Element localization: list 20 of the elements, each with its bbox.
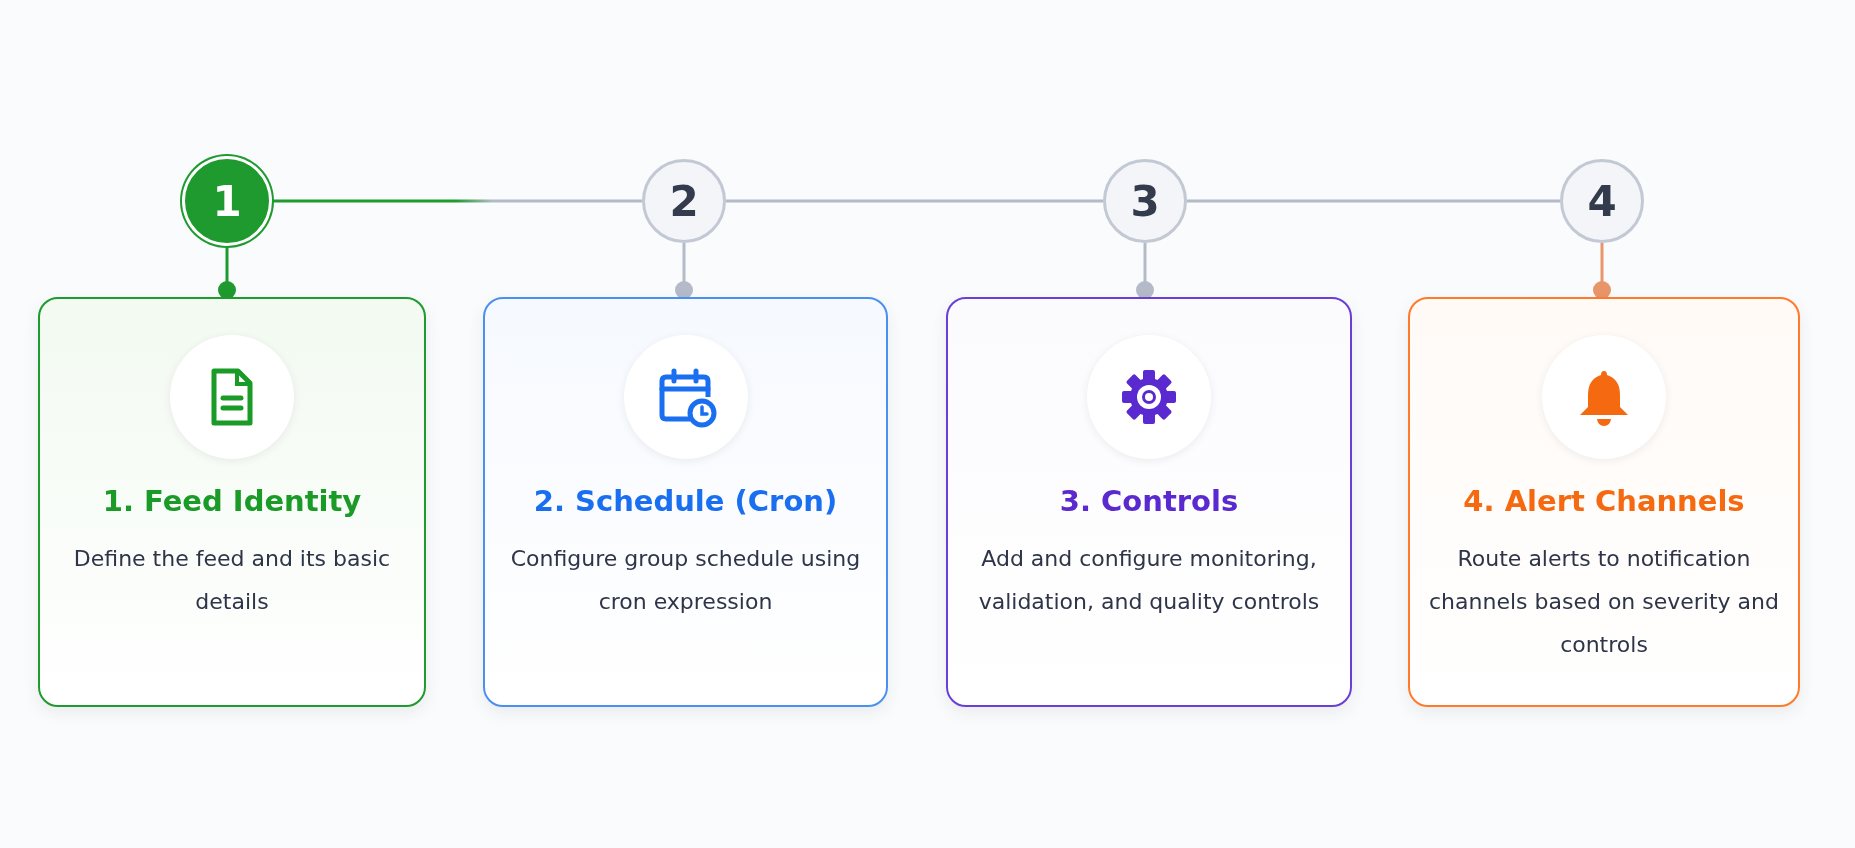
step-description: Define the feed and its basic details (72, 545, 392, 616)
step-title: 4. Alert Channels (1462, 484, 1746, 518)
step-number-circle: 2 (642, 159, 726, 243)
step-title: 3. Controls (1058, 484, 1240, 518)
step-number-circle: 4 (1560, 159, 1644, 243)
step-description: Add and configure monitoring, validation, and quality controls (977, 545, 1321, 616)
connector-line (1593, 243, 1611, 299)
step-card (1408, 297, 1800, 707)
step-title: 1. Feed Identity (101, 484, 363, 518)
step-title: 2. Schedule (Cron) (532, 484, 839, 518)
step-card (946, 297, 1352, 707)
step-number-circle: 3 (1103, 159, 1187, 243)
connector-line (726, 199, 1103, 203)
step-description: Configure group schedule using cron expression (509, 545, 862, 616)
connector-line (675, 243, 693, 299)
step-description: Route alerts to notification channels based on severity and controls (1428, 545, 1780, 659)
connector-line (1136, 243, 1154, 299)
connector-line (1187, 199, 1560, 203)
step-card (38, 297, 426, 707)
step-card (483, 297, 888, 707)
